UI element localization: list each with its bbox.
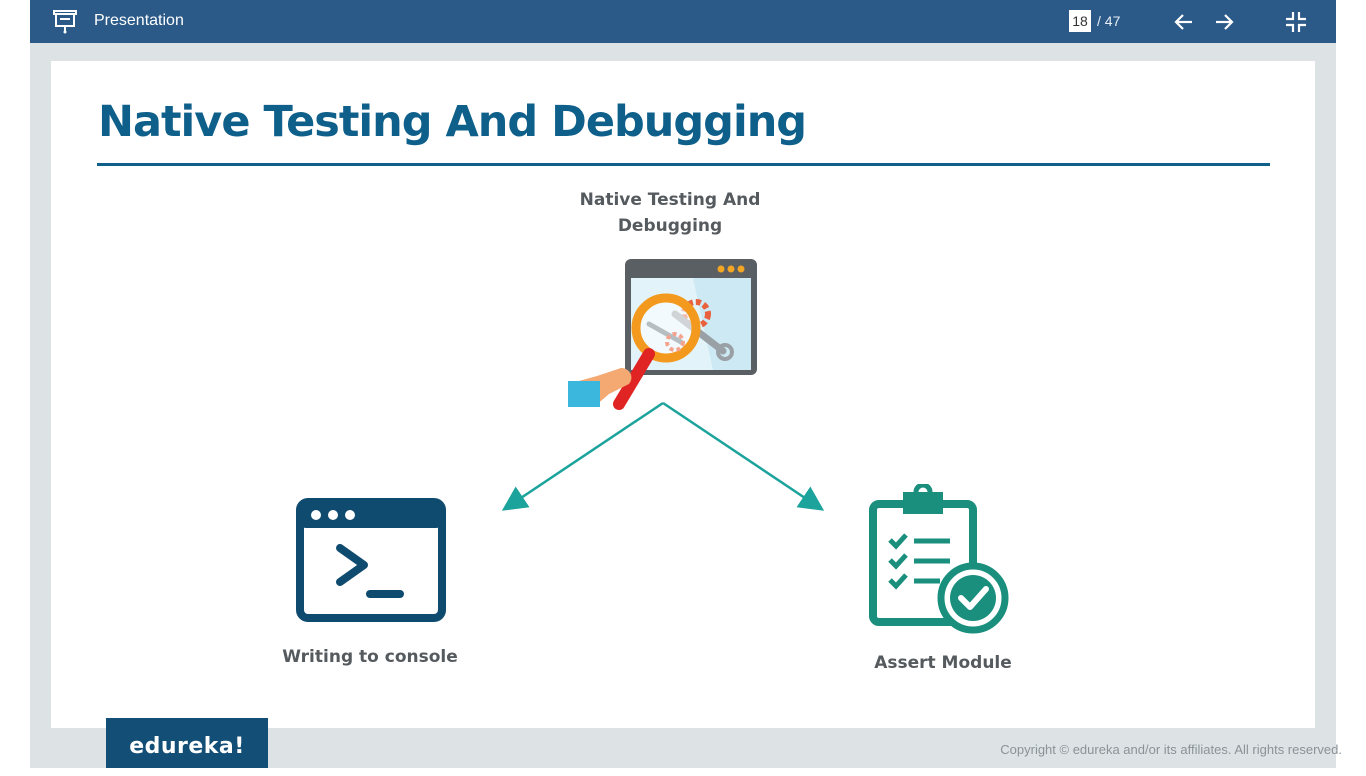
connector-arrows (501, 401, 825, 511)
exit-fullscreen-button[interactable] (1284, 10, 1308, 34)
presentation-toolbar: Presentation 18 / 47 (30, 0, 1336, 43)
root-node-label-line1: Native Testing And (579, 190, 761, 210)
checklist-icon (869, 484, 1009, 634)
terminal-icon (296, 498, 446, 622)
assert-node-label: Assert Module (874, 653, 1012, 673)
title-divider (97, 163, 1270, 166)
page-total: / 47 (1097, 13, 1121, 29)
arrow-left (501, 401, 664, 511)
previous-slide-button[interactable] (1172, 10, 1196, 34)
console-node-label: Writing to console (282, 647, 458, 667)
root-node-label: Native Testing And Debugging (520, 187, 820, 239)
slide-title: Native Testing And Debugging (98, 97, 807, 147)
arrow-right (662, 401, 825, 511)
presentation-icon (53, 10, 77, 34)
page-number-input[interactable]: 18 (1069, 10, 1091, 32)
edureka-logo: edureka! (106, 718, 268, 768)
root-node-label-line2: Debugging (617, 216, 723, 236)
copyright-text: Copyright © edureka and/or its affiliate… (1000, 742, 1342, 757)
debugging-icon (568, 259, 757, 410)
presentation-title: Presentation (94, 12, 184, 29)
slide-canvas: Native Testing And Debugging Native Test… (51, 61, 1315, 728)
next-slide-button[interactable] (1212, 10, 1236, 34)
